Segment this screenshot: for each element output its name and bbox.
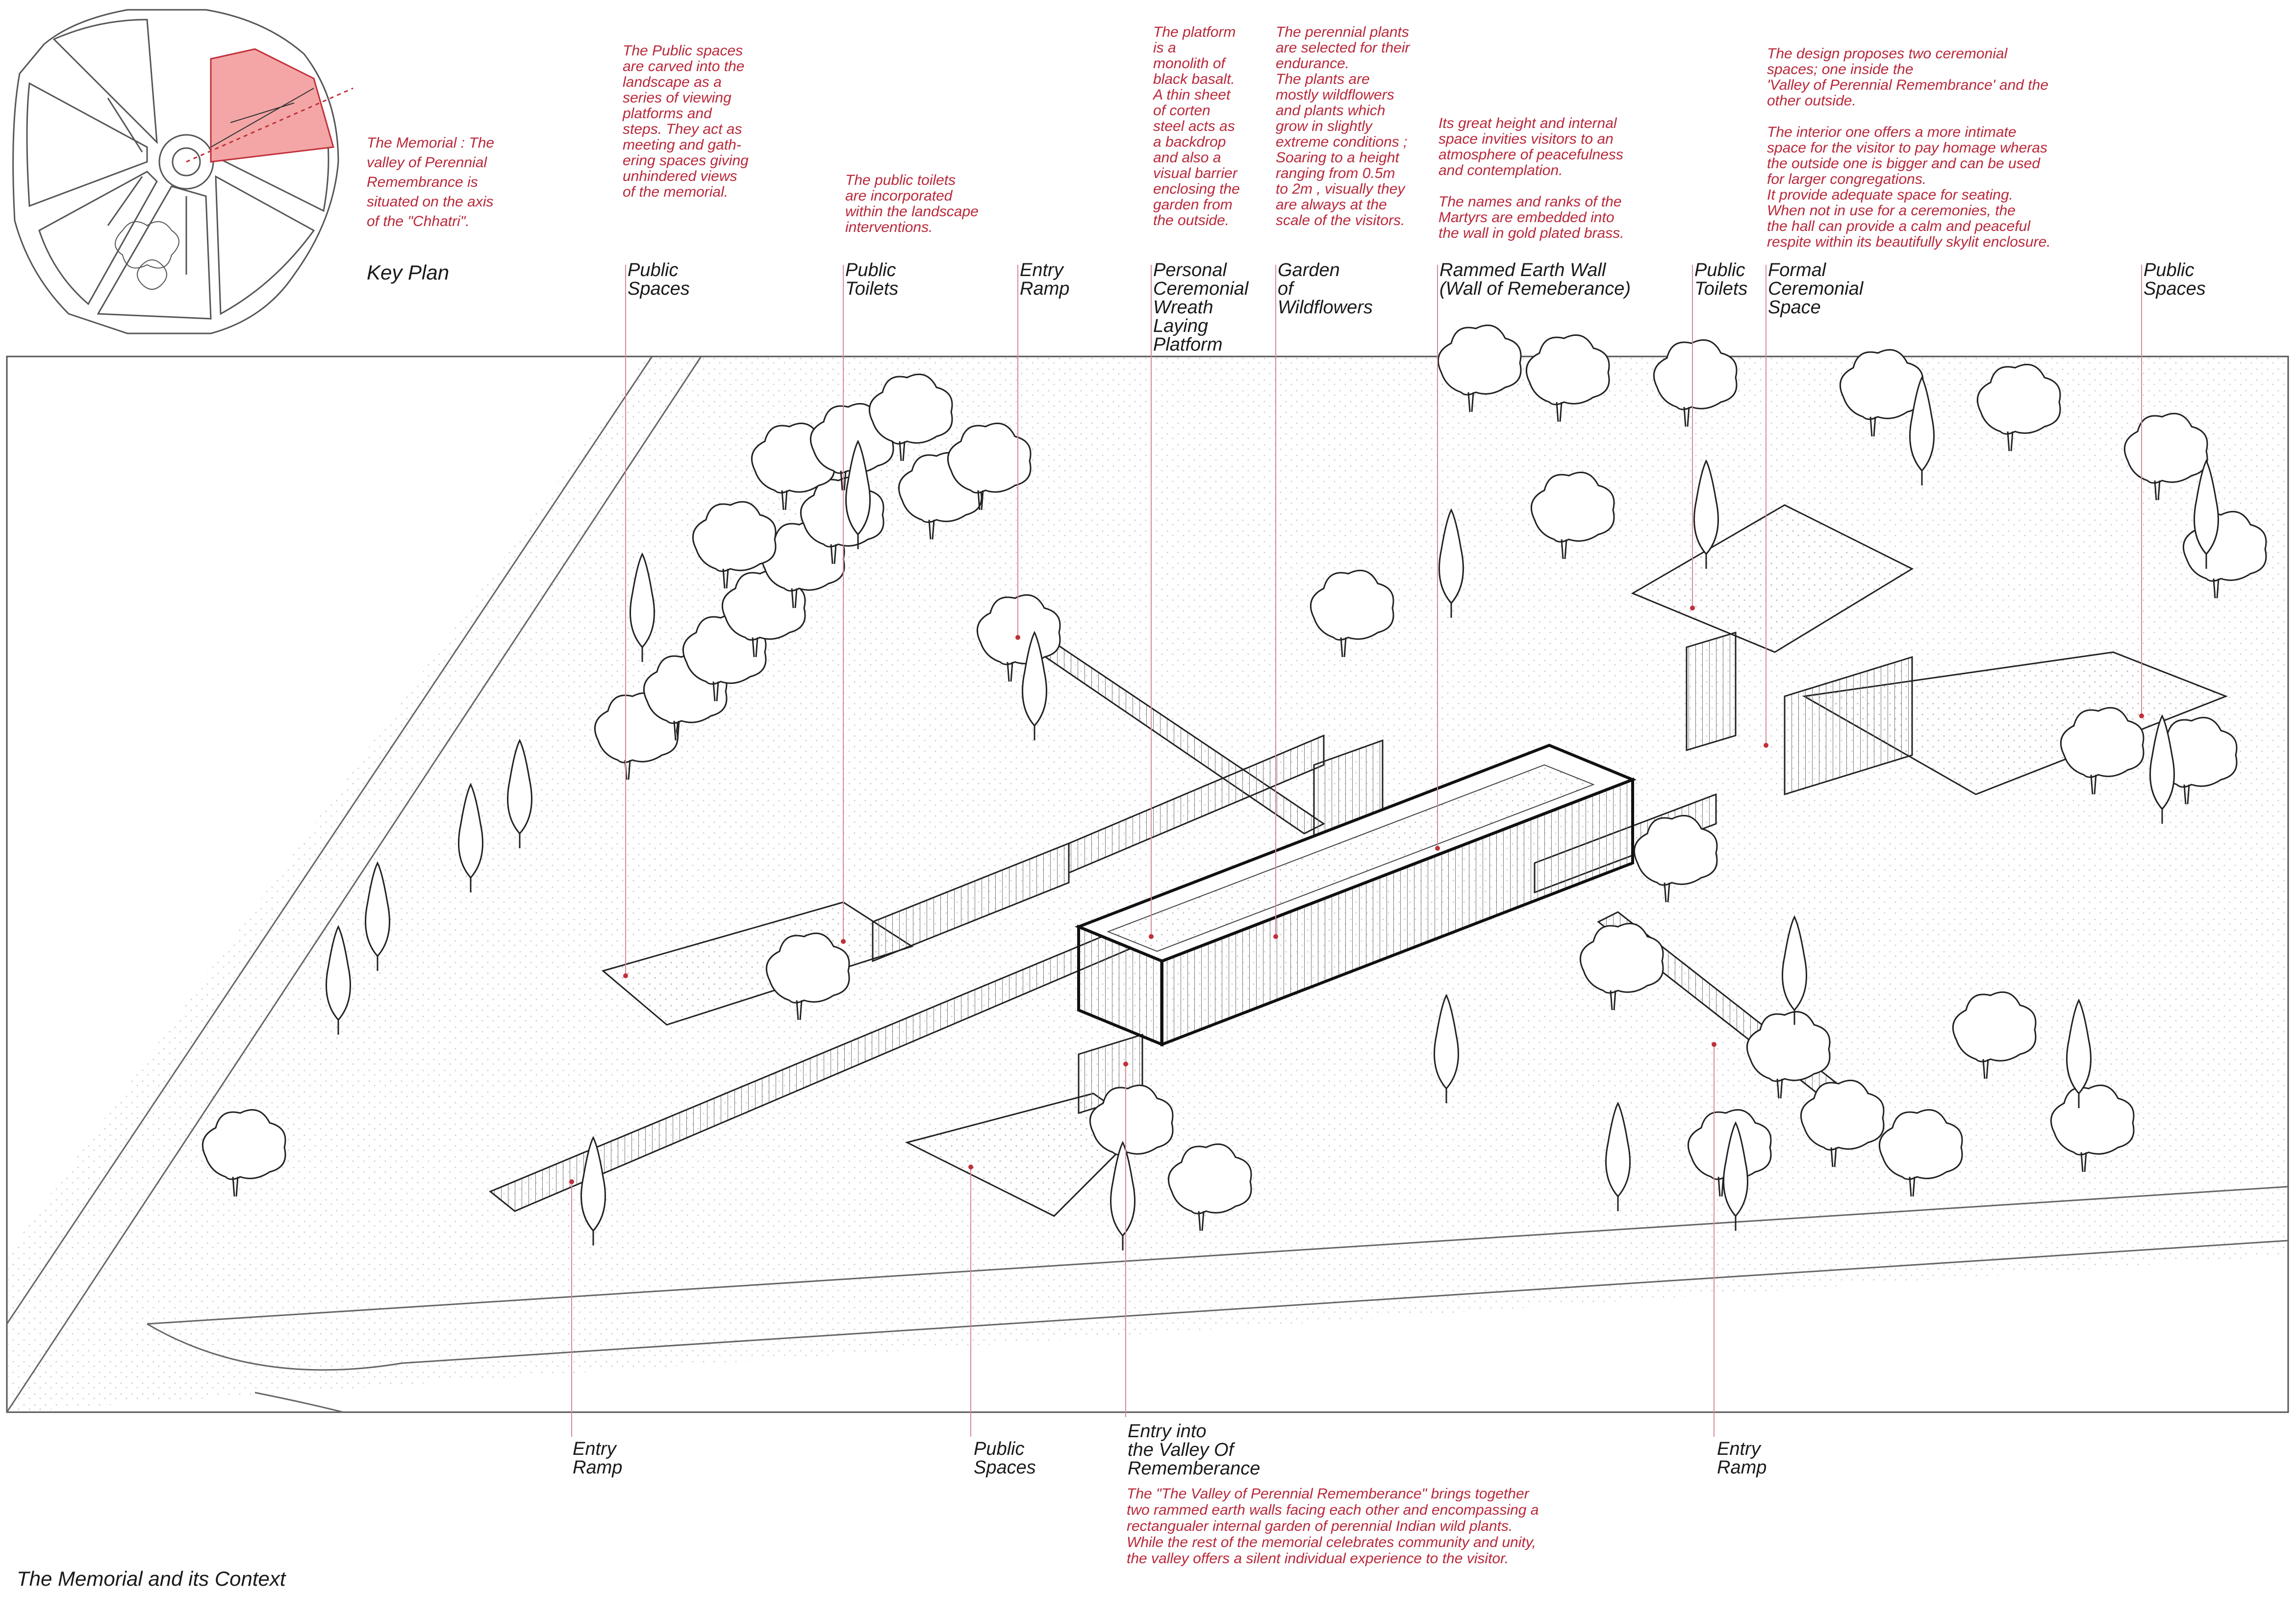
entry-ramp-left-label: Entry Ramp bbox=[573, 1439, 623, 1478]
roads bbox=[6, 356, 2289, 1413]
leader-dots bbox=[569, 606, 2144, 1184]
public-toilets-2-label: Public Toilets bbox=[1694, 260, 1748, 299]
key-plan bbox=[12, 9, 353, 334]
formal-ceremonial-label: Formal Ceremonial Space bbox=[1768, 260, 1864, 318]
public-toilets-label: Public Toilets bbox=[845, 260, 899, 299]
garden-label: Garden of Wildflowers bbox=[1278, 260, 1373, 318]
public-spaces-label: Public Spaces bbox=[628, 260, 690, 299]
entry-ramp-top-label: Entry Ramp bbox=[1020, 260, 1070, 299]
key-plan-label: Key Plan bbox=[367, 261, 450, 284]
valley-note: The "The Valley of Perennial Rememberanc… bbox=[1127, 1486, 1539, 1567]
entry-ramp-right-label: Entry Ramp bbox=[1717, 1439, 1767, 1478]
formal-ceremonial-note: The design proposes two ceremonial space… bbox=[1767, 46, 2051, 250]
public-spaces-2-label: Public Spaces bbox=[2144, 260, 2206, 299]
key-plan-note: The Memorial : The valley of Perennial R… bbox=[367, 135, 495, 229]
memorial-valley-block bbox=[1074, 743, 1637, 1047]
memorial-site-highlight bbox=[210, 48, 334, 163]
garden-note: The perennial plants are selected for th… bbox=[1276, 24, 1410, 228]
wreath-platform-label: Personal Ceremonial Wreath Laying Platfo… bbox=[1153, 260, 1249, 355]
public-spaces-note: The Public spaces are carved into the la… bbox=[623, 43, 749, 200]
wreath-platform-note: The platform is a monolith of black basa… bbox=[1153, 24, 1240, 228]
public-toilets-note: The public toilets are incorporated with… bbox=[845, 172, 979, 235]
public-spaces-bottom-label: Public Spaces bbox=[974, 1439, 1036, 1478]
rammed-earth-note: Its great height and internal space invi… bbox=[1438, 115, 1624, 241]
page-title: The Memorial and its Context bbox=[17, 1567, 286, 1590]
rammed-earth-label: Rammed Earth Wall (Wall of Remeberance) bbox=[1439, 260, 1631, 299]
entry-valley-label: Entry into the Valley Of Rememberance bbox=[1128, 1421, 1261, 1479]
leader-lines bbox=[571, 265, 2142, 1437]
